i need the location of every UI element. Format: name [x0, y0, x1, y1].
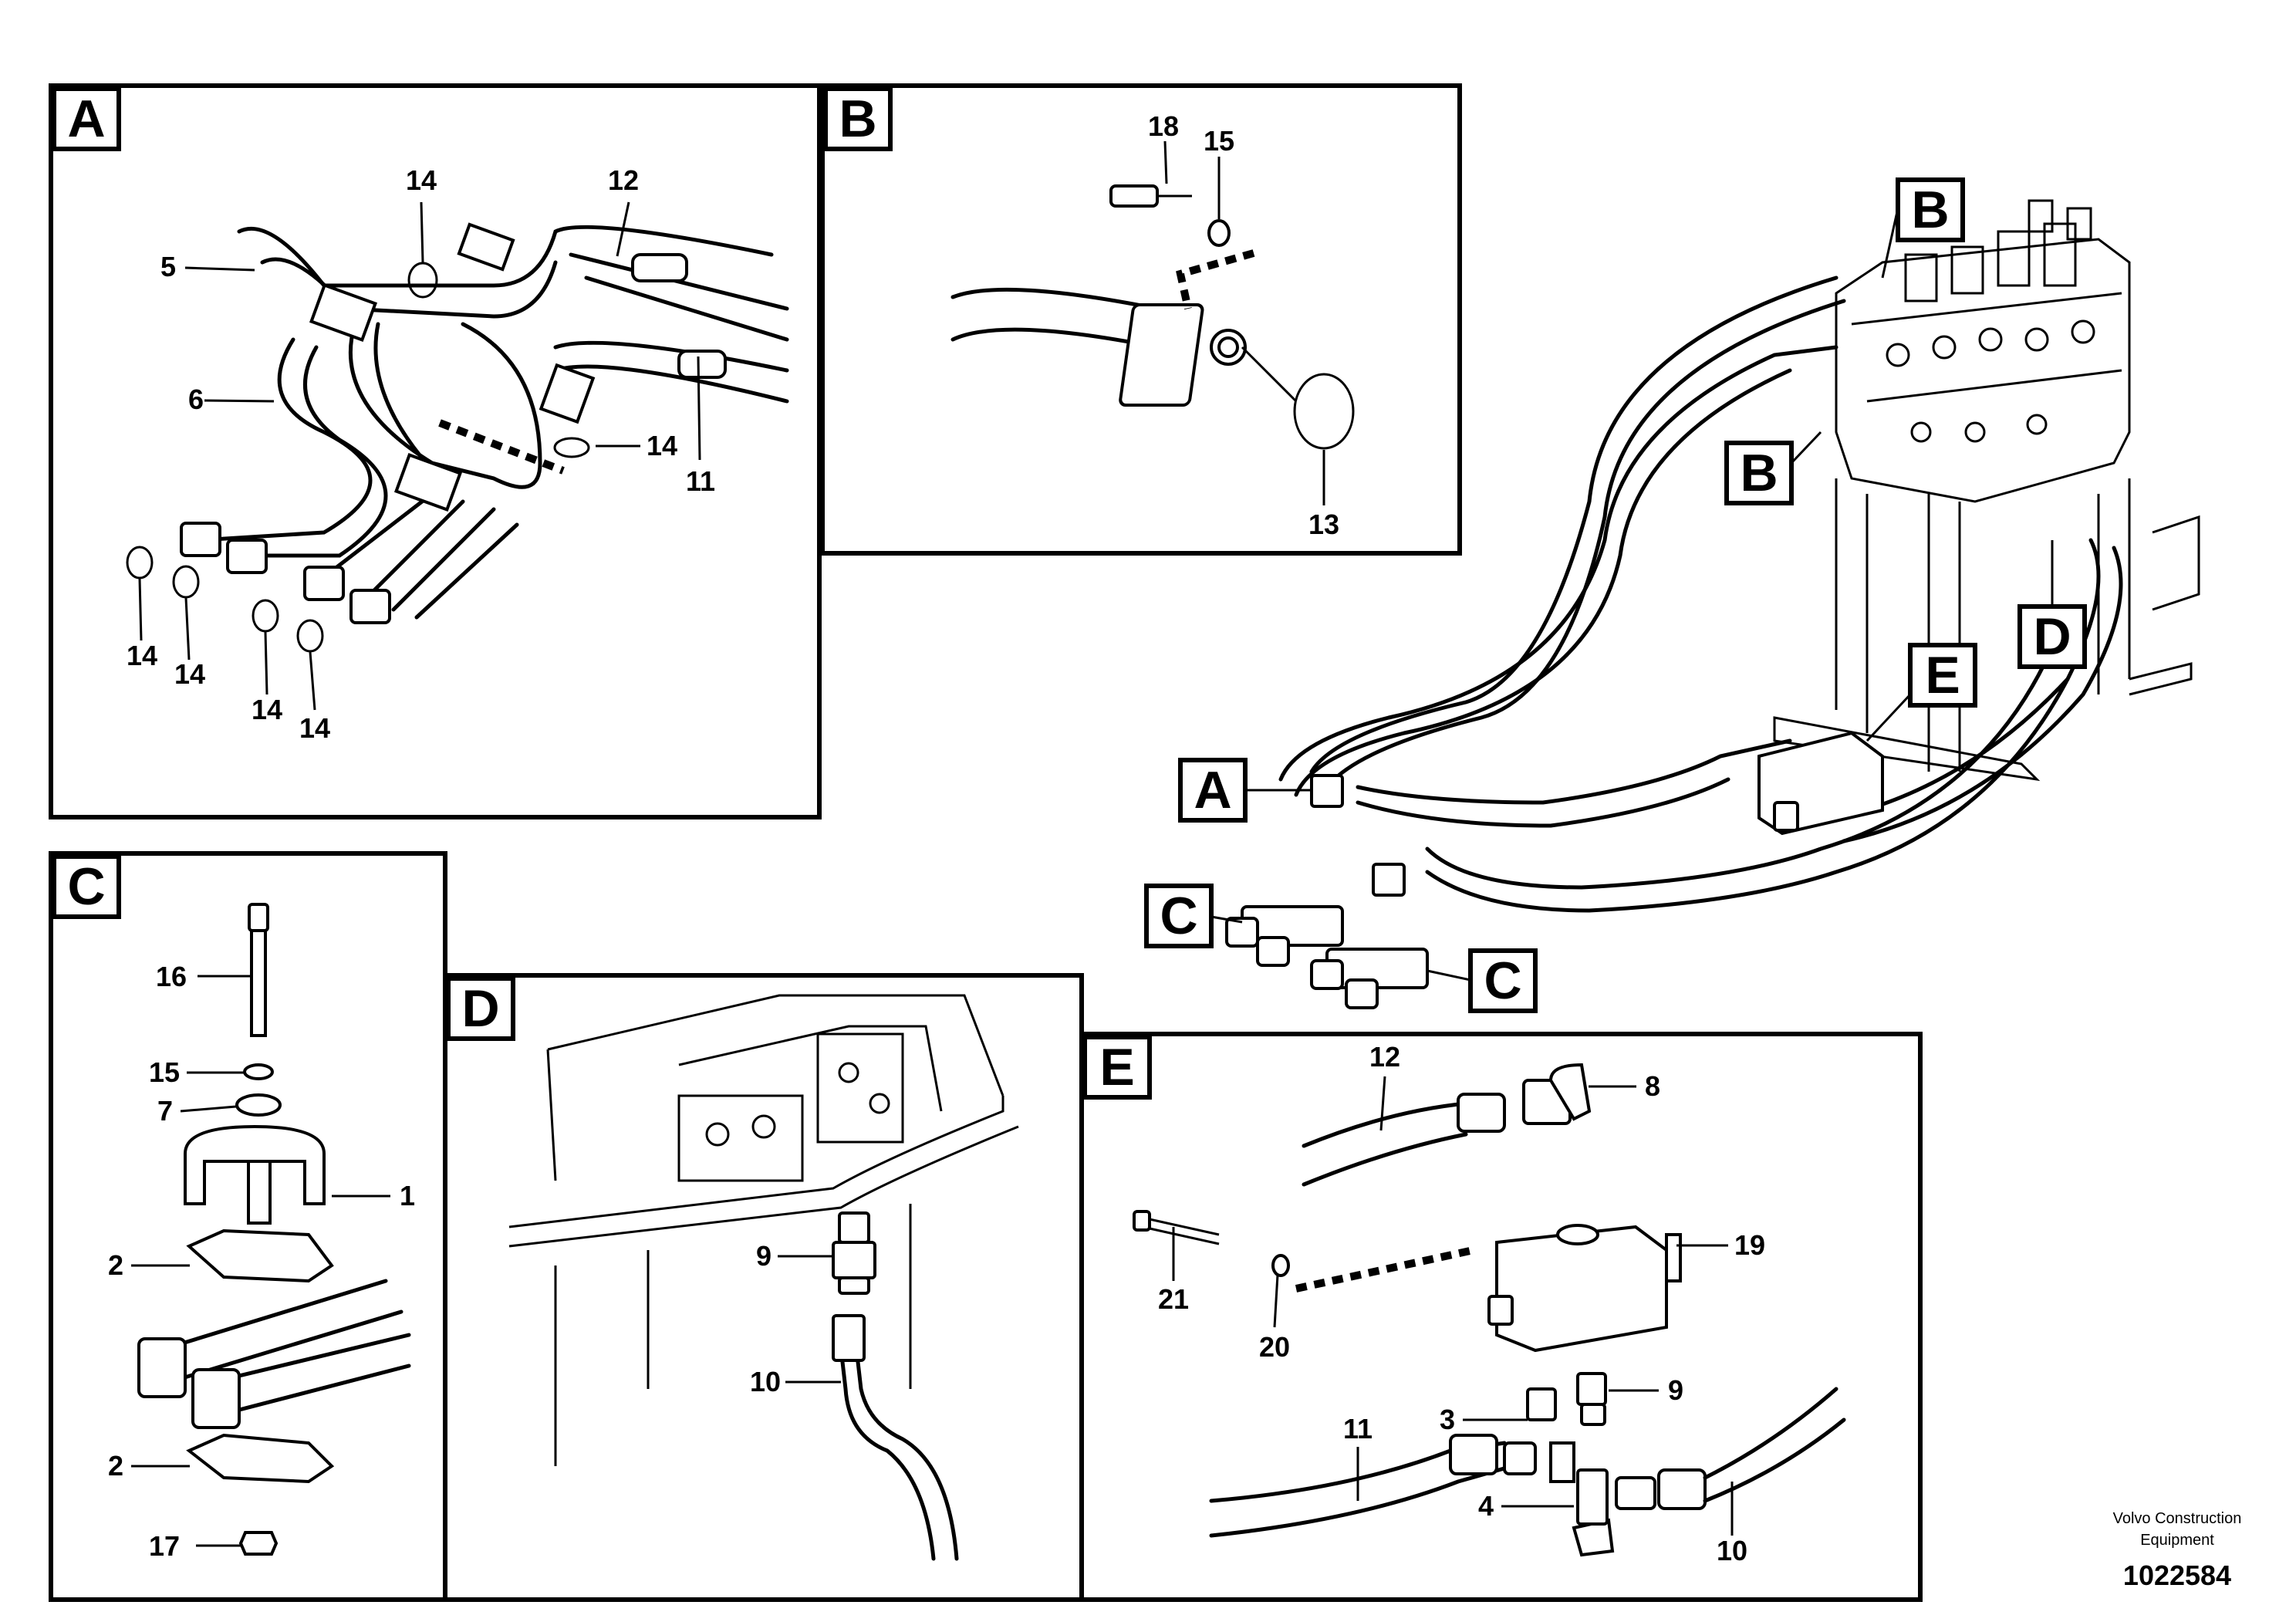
panel-c-tag: C — [67, 857, 105, 916]
panel-b: B 18 15 13 — [820, 83, 1462, 556]
callout-e-10: 10 — [1717, 1535, 1747, 1566]
callout-e-19: 19 — [1734, 1229, 1765, 1261]
callout-c-1: 1 — [400, 1180, 415, 1211]
callout-a-11: 11 — [686, 465, 715, 497]
callout-e-20: 20 — [1259, 1331, 1290, 1363]
overview-tag-b-lower: B — [1740, 444, 1778, 502]
panel-d: D 9 10 — [443, 973, 1084, 1602]
overview-tag-e: E — [1925, 646, 1960, 705]
panel-a: A — [49, 83, 822, 819]
callout-a-14-bl3: 14 — [252, 694, 282, 725]
callout-a-14-bl2: 14 — [174, 658, 205, 690]
callout-a-14-top: 14 — [406, 164, 437, 196]
overview-tag-b-upper: B — [1911, 181, 1949, 239]
callout-c-17: 17 — [149, 1530, 180, 1562]
callout-a-14-bl1: 14 — [127, 640, 157, 671]
callout-c-2-top: 2 — [108, 1249, 123, 1281]
drawing-number: 1022584 — [2123, 1559, 2231, 1591]
callout-c-7: 7 — [157, 1095, 173, 1127]
callout-a-5: 5 — [160, 251, 176, 282]
callout-d-9: 9 — [756, 1240, 772, 1272]
panel-e: E — [1079, 1032, 1923, 1602]
callout-a-14-right: 14 — [647, 430, 677, 461]
panel-d-tag: D — [461, 979, 499, 1038]
company-line-2: Equipment — [2140, 1532, 2214, 1549]
callout-d-10: 10 — [750, 1366, 781, 1397]
overview-tag-d: D — [2033, 607, 2071, 666]
panel-c: C 16 15 7 1 2 2 17 — [49, 851, 447, 1602]
footer: Volvo Construction Equipment 1022584 — [2113, 1510, 2242, 1591]
panel-e-tag: E — [1099, 1038, 1134, 1097]
overview-tag-a: A — [1194, 761, 1231, 819]
callout-c-16: 16 — [156, 961, 187, 992]
callout-e-11: 11 — [1343, 1413, 1373, 1445]
callout-a-6: 6 — [188, 384, 204, 415]
company-line-1: Volvo Construction — [2113, 1510, 2242, 1527]
overview-assembly: B B D E A C C — [1144, 177, 2200, 1013]
callout-e-8: 8 — [1645, 1070, 1660, 1102]
callout-e-4: 4 — [1478, 1490, 1494, 1522]
panel-b-tag: B — [839, 90, 876, 148]
overview-tag-c-left: C — [1160, 887, 1197, 945]
panel-a-tag: A — [67, 90, 105, 148]
callout-a-12: 12 — [608, 164, 639, 196]
callout-e-12: 12 — [1369, 1041, 1400, 1073]
callout-e-9: 9 — [1668, 1374, 1683, 1406]
callout-c-2-bottom: 2 — [108, 1450, 123, 1482]
callout-b-13: 13 — [1308, 509, 1339, 540]
overview-tag-c-right: C — [1484, 951, 1521, 1010]
callout-b-18: 18 — [1148, 110, 1179, 142]
callout-e-21: 21 — [1158, 1283, 1189, 1315]
callout-c-15: 15 — [149, 1056, 180, 1088]
callout-e-3: 3 — [1440, 1404, 1455, 1435]
callout-a-14-bl4: 14 — [299, 712, 330, 744]
callout-b-15: 15 — [1204, 125, 1234, 157]
